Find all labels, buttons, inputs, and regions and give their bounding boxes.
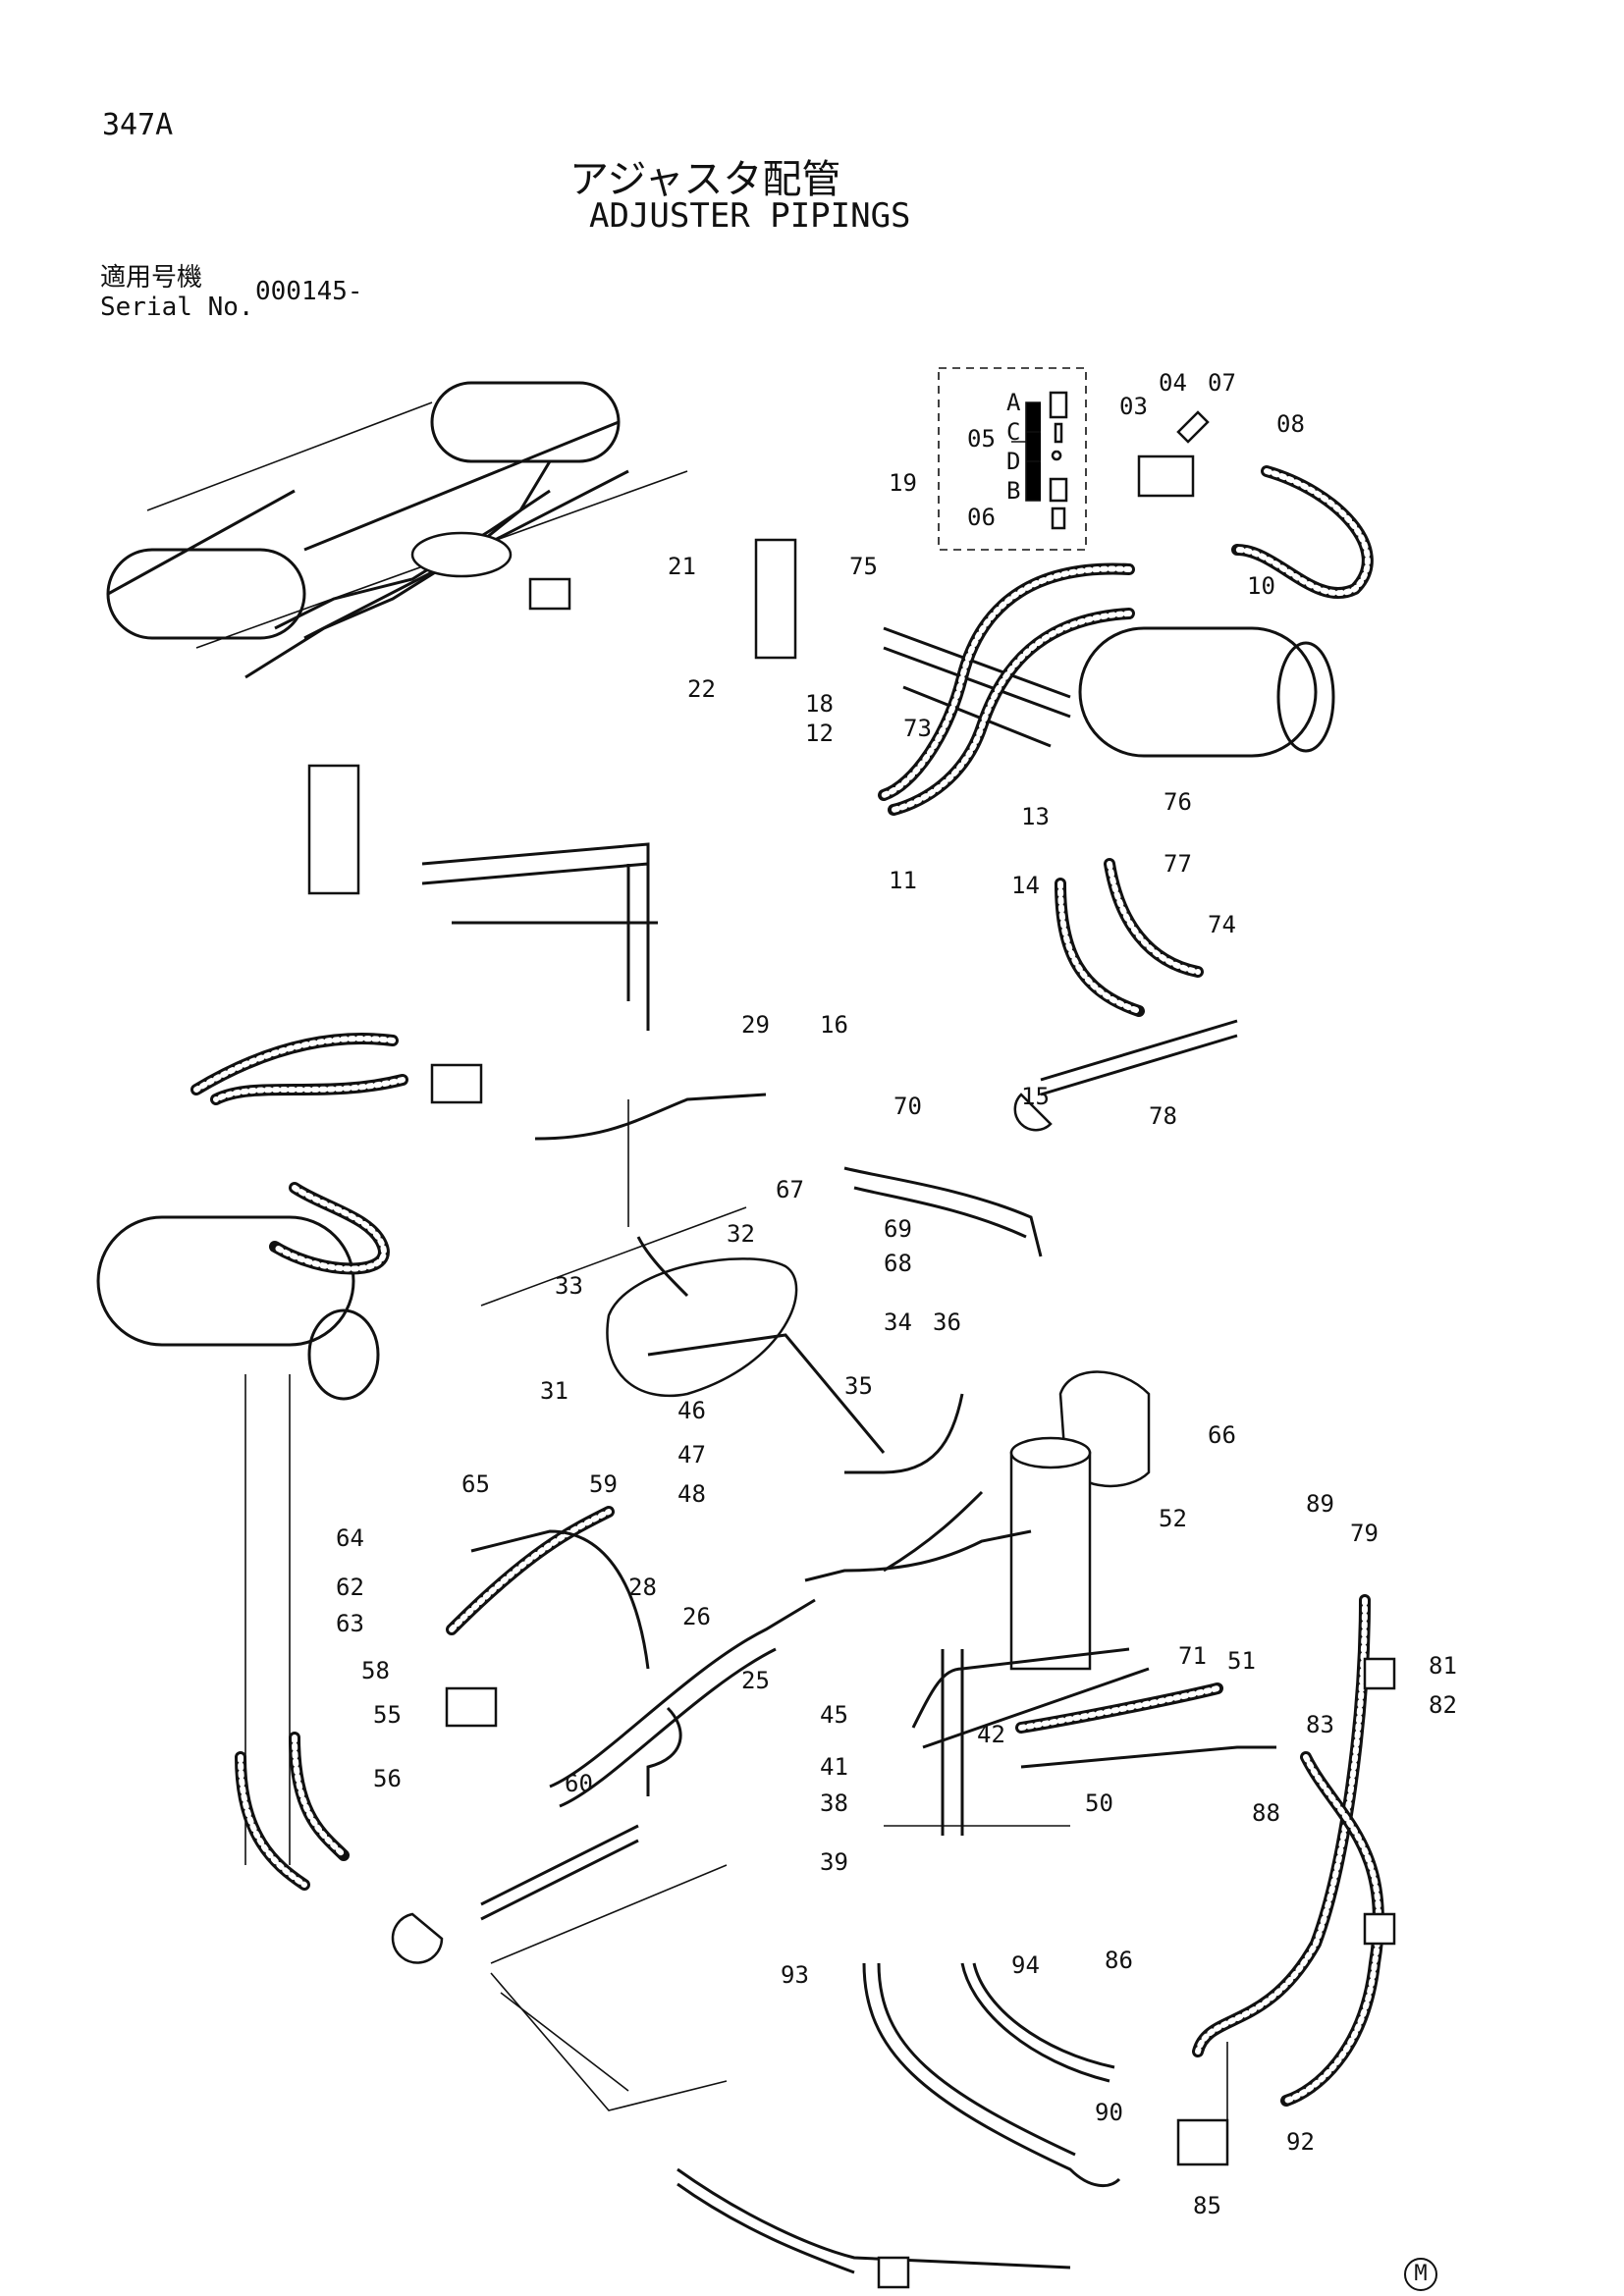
callout-41: 41 [820, 1753, 848, 1781]
callout-89: 89 [1306, 1490, 1334, 1518]
callout-39: 39 [820, 1848, 848, 1876]
page-number: 347A [102, 108, 174, 142]
callout-31: 31 [540, 1377, 568, 1405]
callout-92: 92 [1286, 2128, 1315, 2156]
detail-label-a: A [1006, 389, 1021, 416]
callout-79: 79 [1350, 1520, 1379, 1547]
callout-86: 86 [1105, 1947, 1133, 1974]
callout-90: 90 [1095, 2099, 1123, 2126]
callout-10: 10 [1247, 572, 1275, 600]
callout-51: 51 [1227, 1647, 1256, 1675]
lower-right-assembly [500, 1594, 1396, 2289]
callout-59: 59 [589, 1470, 618, 1498]
callout-45: 45 [820, 1701, 848, 1729]
serial-number-label: Serial No. [100, 293, 254, 322]
callout-77: 77 [1164, 850, 1192, 878]
callout-69: 69 [884, 1215, 912, 1243]
detail-label-d: D [1006, 448, 1020, 475]
callout-19: 19 [889, 469, 917, 497]
callout-06: 06 [967, 504, 996, 531]
callout-08: 08 [1276, 410, 1305, 438]
callout-76: 76 [1164, 788, 1192, 816]
callout-04: 04 [1159, 369, 1187, 397]
callout-34: 34 [884, 1308, 912, 1336]
callout-29: 29 [741, 1011, 770, 1039]
title-japanese: アジャスタ配管 [569, 157, 841, 202]
callout-74: 74 [1208, 911, 1236, 938]
callout-36: 36 [933, 1308, 961, 1336]
callout-55: 55 [373, 1701, 402, 1729]
callout-60: 60 [565, 1770, 593, 1797]
callout-22: 22 [687, 675, 716, 703]
callout-88: 88 [1252, 1799, 1280, 1827]
callout-67: 67 [776, 1176, 804, 1203]
callout-07: 07 [1208, 369, 1236, 397]
callout-35: 35 [844, 1372, 873, 1400]
left-assembly [96, 764, 767, 1865]
callout-50: 50 [1085, 1789, 1113, 1817]
callout-73: 73 [903, 715, 932, 742]
callout-62: 62 [336, 1574, 364, 1601]
callout-64: 64 [336, 1524, 364, 1552]
callout-16: 16 [820, 1011, 848, 1039]
callout-33: 33 [555, 1272, 583, 1300]
callout-82: 82 [1429, 1691, 1457, 1719]
detail-label-b: B [1006, 477, 1020, 505]
callout-56: 56 [373, 1765, 402, 1792]
callout-75: 75 [849, 553, 878, 580]
machine-overview [106, 381, 688, 679]
callout-42: 42 [977, 1721, 1005, 1748]
manufacturer-mark: M [1404, 2258, 1437, 2291]
callout-18: 18 [805, 690, 834, 718]
callout-15: 15 [1021, 1083, 1050, 1110]
callout-11: 11 [889, 867, 917, 894]
callout-14: 14 [1011, 872, 1040, 899]
callout-65: 65 [461, 1470, 490, 1498]
central-accumulators [446, 1166, 1276, 1836]
callout-32: 32 [727, 1220, 755, 1248]
applicable-model-label: 適用号機 [100, 263, 203, 293]
callout-46: 46 [677, 1397, 706, 1424]
callout-52: 52 [1159, 1505, 1187, 1532]
title-english: ADJUSTER PIPINGS [589, 196, 911, 236]
callout-28: 28 [628, 1574, 657, 1601]
callout-71: 71 [1178, 1642, 1207, 1670]
callout-83: 83 [1306, 1711, 1334, 1738]
callout-70: 70 [893, 1093, 922, 1120]
callout-47: 47 [677, 1441, 706, 1468]
callout-12: 12 [805, 720, 834, 747]
callout-94: 94 [1011, 1951, 1040, 1979]
callout-03: 03 [1119, 393, 1148, 420]
upper-right-assembly [754, 410, 1374, 1132]
lower-left-assembly [235, 1686, 728, 2111]
callouts: 03 04 05 06 07 08 10 11 12 13 14 15 16 1… [336, 369, 1457, 2219]
serial-number-value: 000145- [255, 277, 363, 306]
callout-13: 13 [1021, 803, 1050, 830]
callout-78: 78 [1149, 1102, 1177, 1130]
callout-58: 58 [361, 1657, 390, 1684]
callout-38: 38 [820, 1789, 848, 1817]
callout-48: 48 [677, 1480, 706, 1508]
callout-21: 21 [668, 553, 696, 580]
callout-68: 68 [884, 1250, 912, 1277]
detail-label-c: C [1006, 418, 1020, 446]
callout-05: 05 [967, 425, 996, 453]
callout-93: 93 [781, 1961, 809, 1989]
callout-25: 25 [741, 1667, 770, 1694]
callout-63: 63 [336, 1610, 364, 1637]
callout-66: 66 [1208, 1421, 1236, 1449]
detail-box: A C D B [938, 367, 1087, 551]
callout-26: 26 [682, 1603, 711, 1630]
callout-81: 81 [1429, 1652, 1457, 1680]
callout-85: 85 [1193, 2192, 1221, 2219]
